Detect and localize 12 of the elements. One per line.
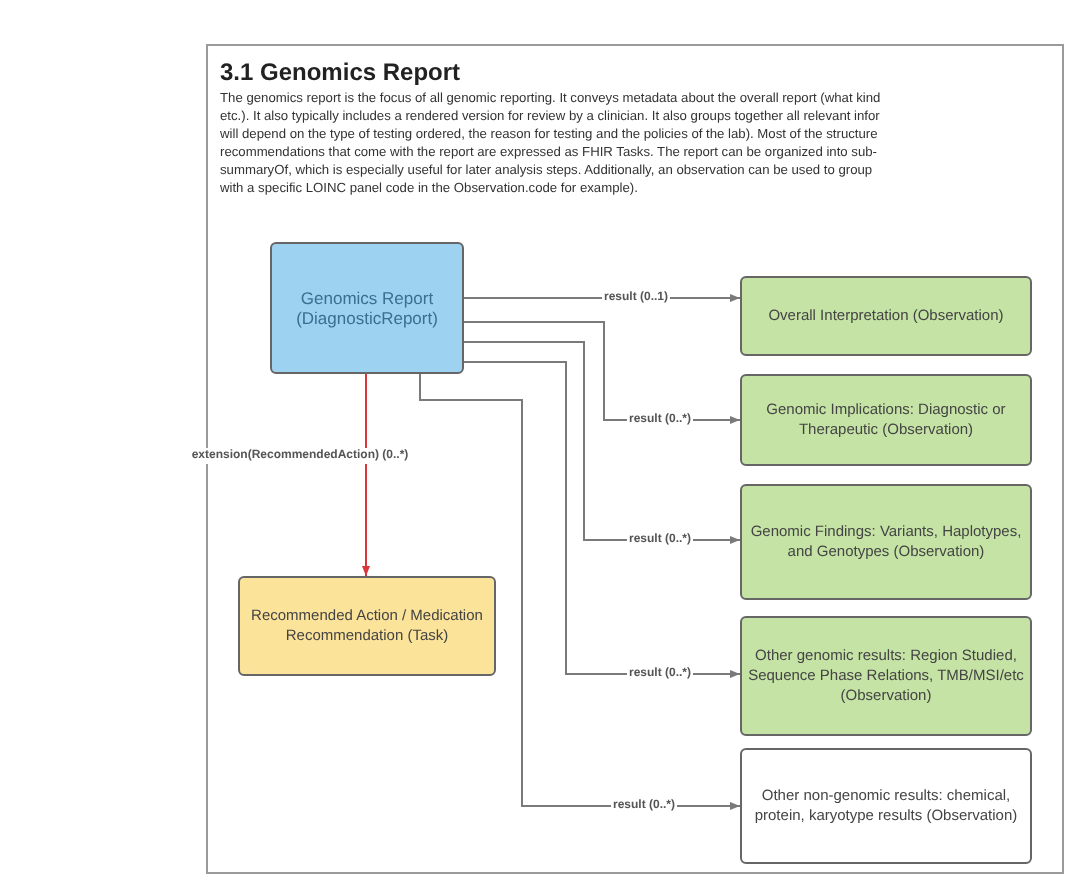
connector-arrow [362, 373, 370, 577]
entity-box [740, 374, 1032, 466]
entity-box [740, 748, 1032, 864]
connector-arrow [419, 373, 741, 810]
entity-box [740, 276, 1032, 356]
entity-box [740, 484, 1032, 600]
box-text: Genomics Report (DiagnosticReport) [294, 288, 440, 328]
entity-box [740, 616, 1032, 736]
entity-box [238, 576, 496, 676]
section-heading: 3.1 Genomics Report [220, 56, 461, 90]
connector-arrow [463, 361, 741, 678]
entity-box [270, 242, 464, 374]
